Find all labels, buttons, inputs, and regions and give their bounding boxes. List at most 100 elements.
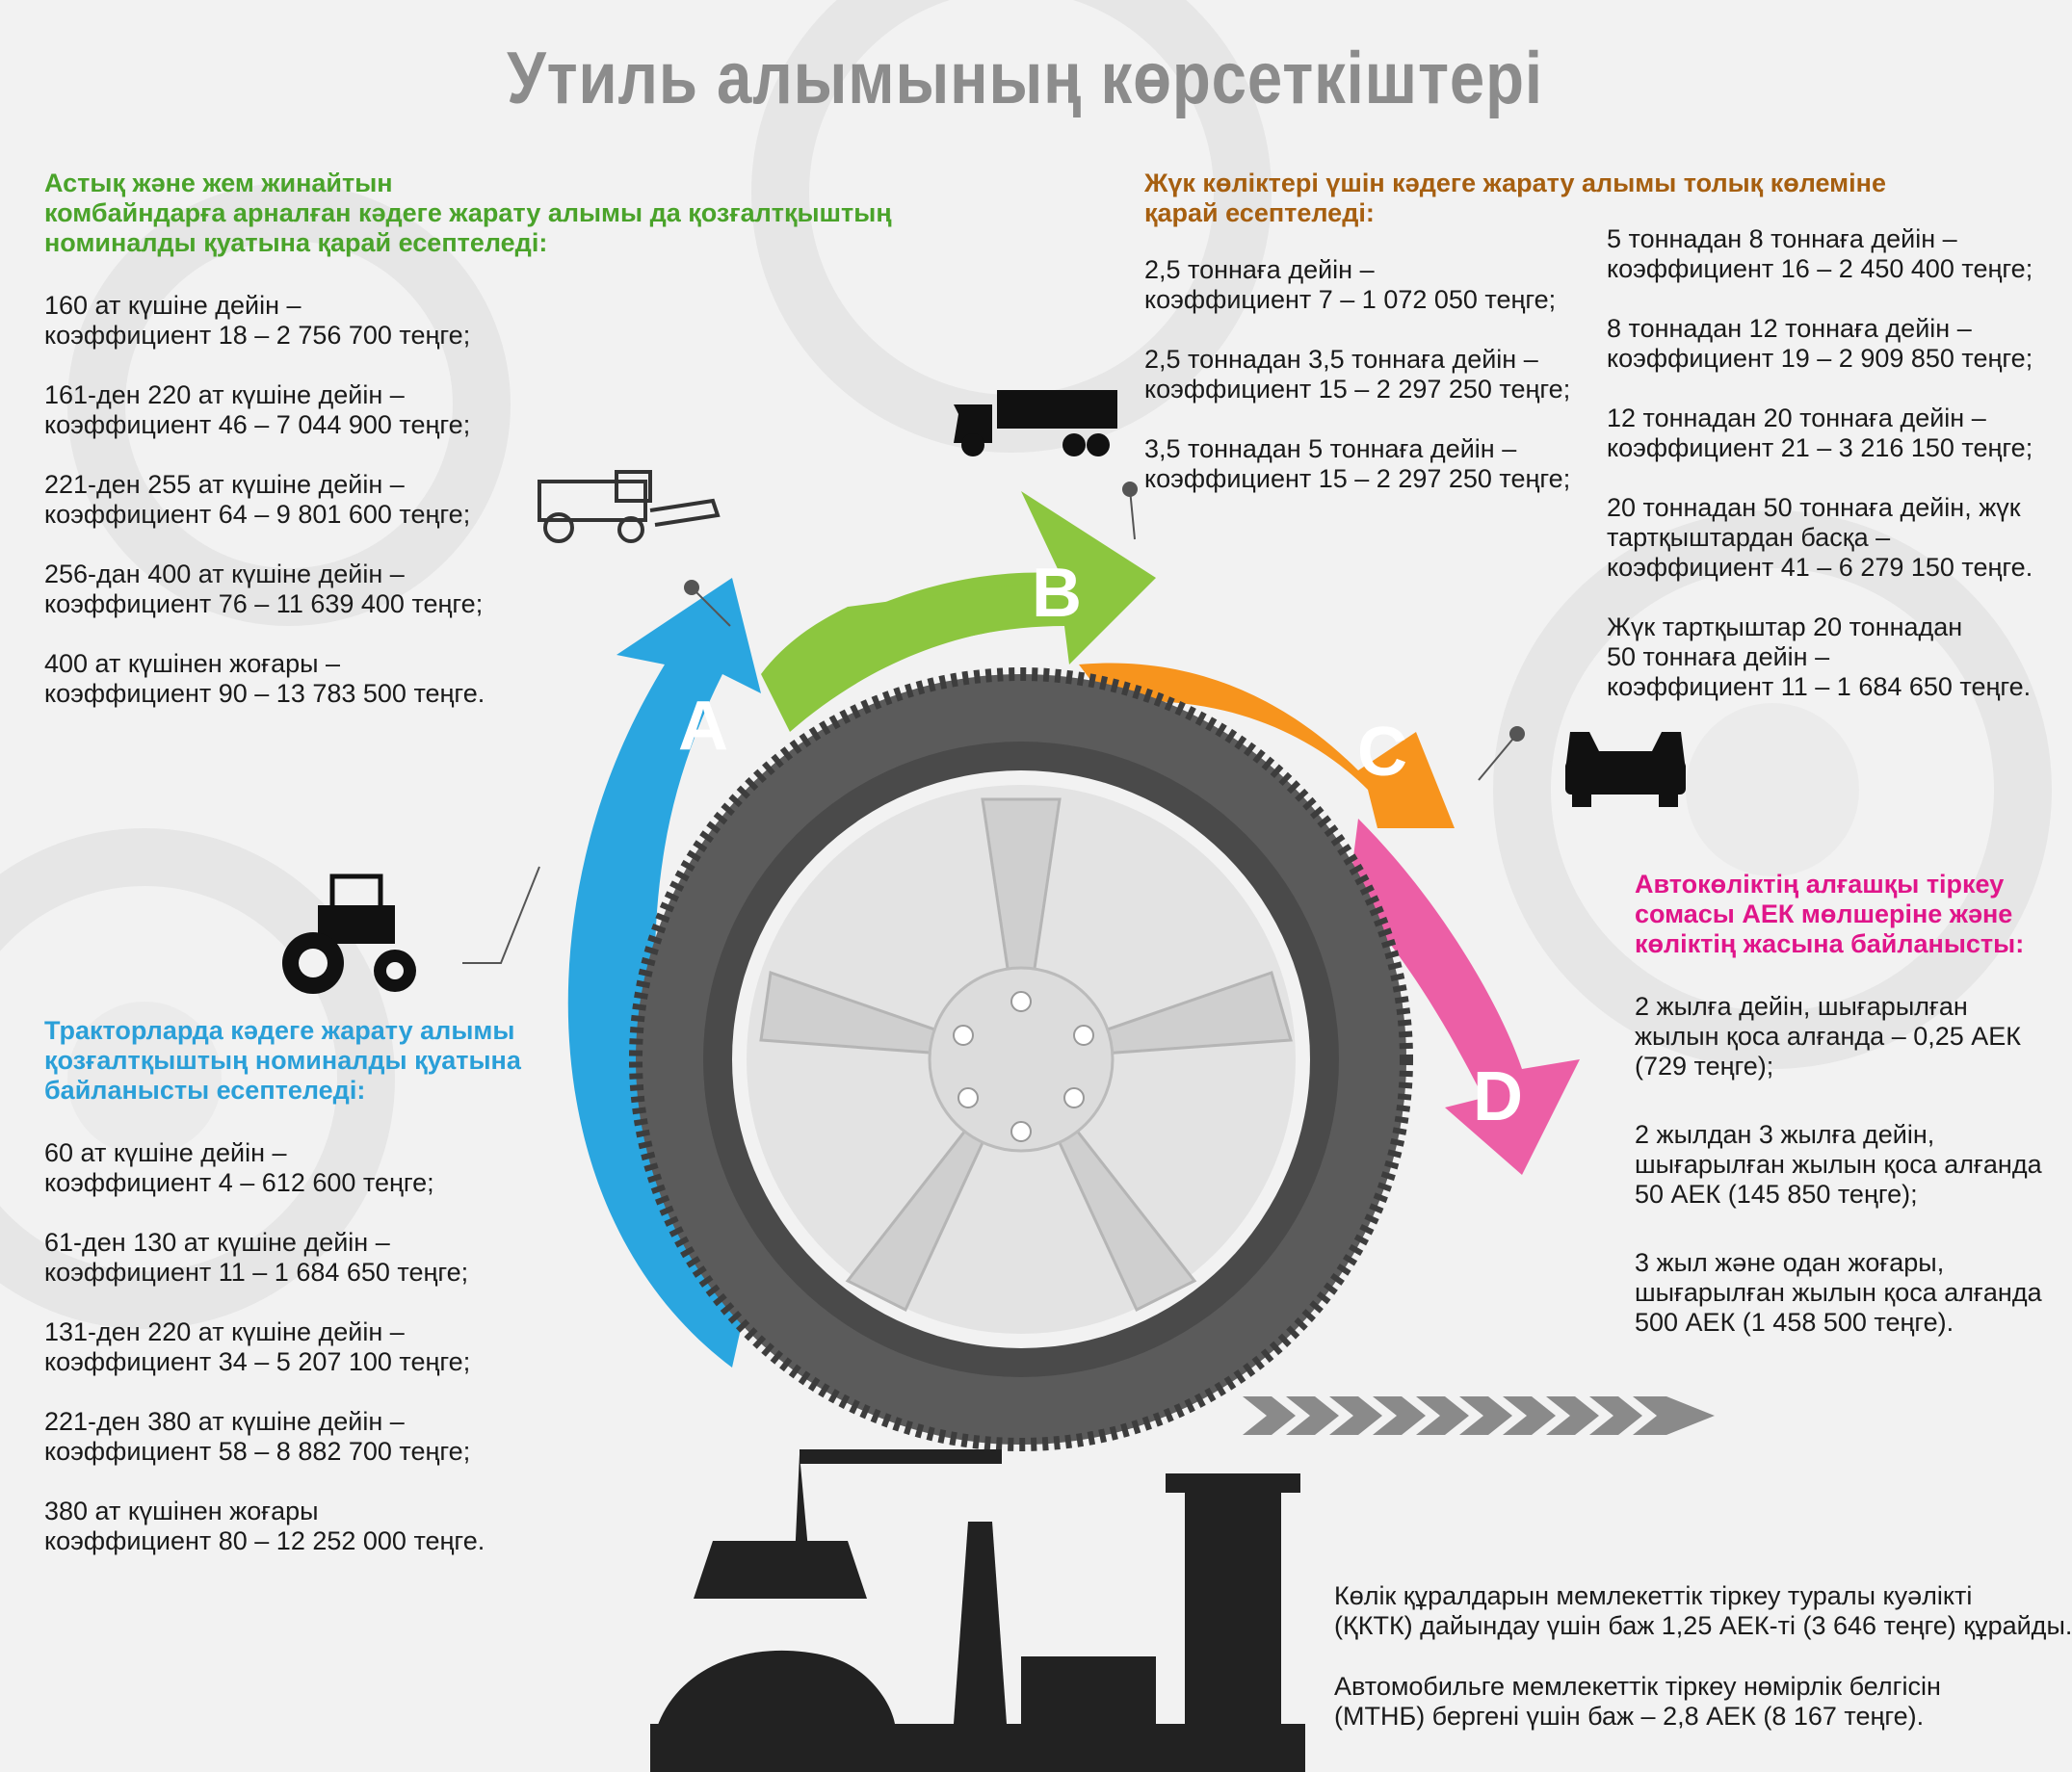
- item-line: Автомобильге мемлекеттік тіркеу нөмірлік…: [1334, 1672, 1941, 1701]
- item-line: коэффициент 18 – 2 756 700 теңге;: [44, 321, 471, 350]
- tractors-heading-line: қозғалтқыштың номиналды қуатына: [44, 1046, 521, 1075]
- combine-harvester-icon: [538, 470, 721, 543]
- tractors-heading: Тракторларда кәдеге жарату алымы қозғалт…: [44, 1016, 584, 1106]
- trucks-section: Жүк көліктері үшін кәдеге жарату алымы т…: [1144, 169, 1896, 524]
- item-line: 50 тоннаға дейін –: [1607, 642, 1830, 671]
- combines-heading-line: комбайндарға арналған кәдеге жарату алым…: [44, 198, 892, 227]
- cars-heading-line: көліктің жасына байланысты:: [1635, 929, 2025, 958]
- cars-heading-line: Автокөліктің алғашқы тіркеу: [1635, 870, 2005, 899]
- page-title: Утиль алымының көрсеткіштері: [507, 38, 1543, 119]
- tractors-heading-line: байланысты есептеледі:: [44, 1076, 366, 1105]
- list-item: 131-ден 220 ат күшіне дейін – коэффициен…: [44, 1317, 584, 1377]
- item-line: 256-дан 400 ат күшіне дейін –: [44, 560, 405, 588]
- item-line: (ҚКТК) дайындау үшін баж 1,25 АЕК-ті (3 …: [1334, 1611, 2072, 1640]
- combines-section: Астық және жем жинайтын комбайндарға арн…: [44, 169, 892, 739]
- item-line: 50 АЕК (145 850 теңге);: [1635, 1180, 1918, 1209]
- item-line: 12 тоннадан 20 тоннаға дейін –: [1607, 404, 1986, 432]
- item-line: 221-ден 255 ат күшіне дейін –: [44, 470, 405, 499]
- trucks-heading: Жүк көліктері үшін кәдеге жарату алымы т…: [1144, 169, 1896, 228]
- item-line: 400 ат күшінен жоғары –: [44, 649, 341, 678]
- list-item: 61-ден 130 ат күшіне дейін – коэффициент…: [44, 1228, 584, 1288]
- item-line: 60 ат күшіне дейін –: [44, 1138, 287, 1167]
- item-line: 2,5 тоннадан 3,5 тоннаға дейін –: [1144, 345, 1538, 374]
- list-item: 2,5 тоннадан 3,5 тоннаға дейін – коэффиц…: [1144, 345, 1896, 404]
- arc-arrows: [567, 491, 1580, 1368]
- item-line: (МТНБ) бергені үшін баж – 2,8 АЕК (8 167…: [1334, 1702, 1925, 1731]
- list-item: 160 ат күшіне дейін – коэффициент 18 – 2…: [44, 291, 892, 351]
- list-item: 400 ат күшінен жоғары – коэффициент 90 –…: [44, 649, 892, 709]
- item-line: (729 теңге);: [1635, 1052, 1774, 1081]
- item-line: шығарылған жылын қоса алғанда: [1635, 1278, 2042, 1307]
- truck-icon: [954, 390, 1117, 456]
- item-line: 221-ден 380 ат күшіне дейін –: [44, 1407, 405, 1436]
- arrow-a: [567, 578, 761, 1368]
- cars-heading-line: сомасы АЕК мөлшеріне және: [1635, 899, 2013, 928]
- item-line: Көлік құралдарын мемлекеттік тіркеу тура…: [1334, 1581, 1973, 1610]
- item-line: коэффициент 34 – 5 207 100 теңге;: [44, 1347, 471, 1376]
- item-line: коэффициент 58 – 8 882 700 теңге;: [44, 1437, 471, 1466]
- item-line: коэффициент 80 – 12 252 000 теңге.: [44, 1526, 485, 1555]
- item-line: коэффициент 46 – 7 044 900 теңге;: [44, 410, 471, 439]
- segment-letter-b: B: [1032, 555, 1082, 632]
- tractors-section: Тракторларда кәдеге жарату алымы қозғалт…: [44, 1016, 584, 1586]
- item-line: коэффициент 4 – 612 600 теңге;: [44, 1168, 434, 1197]
- segment-letter-d: D: [1473, 1058, 1523, 1135]
- trucks-heading-line: қарай есептеледі:: [1144, 198, 1375, 227]
- item-line: 5 тоннадан 8 тоннаға дейін –: [1607, 224, 1957, 253]
- item-line: жылын қоса алғанда – 0,25 АЕК: [1635, 1022, 2022, 1051]
- connector-lines: [462, 488, 1518, 964]
- item-line: 500 АЕК (1 458 500 теңге).: [1635, 1308, 1954, 1337]
- list-item: 8 тоннадан 12 тоннаға дейін – коэффициен…: [1607, 314, 2033, 374]
- combines-heading-line: номиналды қуатына қарай есептеледі:: [44, 228, 548, 257]
- list-item: 5 тоннадан 8 тоннаға дейін – коэффициент…: [1607, 224, 2033, 284]
- item-line: 20 тоннадан 50 тоннаға дейін, жүк: [1607, 493, 2021, 522]
- list-item: 221-ден 255 ат күшіне дейін – коэффициен…: [44, 470, 892, 530]
- arrow-d: [1349, 819, 1580, 1175]
- list-item: 2,5 тоннаға дейін – коэффициент 7 – 1 07…: [1144, 255, 1896, 315]
- item-line: Жүк тартқыштар 20 тоннадан: [1607, 612, 1963, 641]
- tire-icon: [629, 667, 1413, 1451]
- list-item: 3 жыл және одан жоғары, шығарылған жылын…: [1635, 1248, 2042, 1338]
- trucks-right-column: 5 тоннадан 8 тоннаға дейін – коэффициент…: [1607, 224, 2033, 732]
- segment-letter-c: C: [1357, 714, 1407, 791]
- connector-dots: [684, 482, 1525, 742]
- combines-heading: Астық және жем жинайтын комбайндарға арн…: [44, 169, 892, 258]
- cars-heading: Автокөліктің алғашқы тіркеу сомасы АЕК м…: [1635, 870, 2039, 959]
- item-line: коэффициент 64 – 9 801 600 теңге;: [44, 500, 471, 529]
- item-line: 2 жылдан 3 жылға дейін,: [1635, 1120, 1935, 1149]
- item-line: 2 жылға дейін, шығарылған: [1635, 992, 1968, 1021]
- item-line: 61-ден 130 ат күшіне дейін –: [44, 1228, 390, 1257]
- item-line: 131-ден 220 ат күшіне дейін –: [44, 1317, 405, 1346]
- item-line: 380 ат күшінен жоғары: [44, 1497, 319, 1525]
- item-line: 8 тоннадан 12 тоннаға дейін –: [1607, 314, 1972, 343]
- item-line: коэффициент 11 – 1 684 650 теңге.: [1607, 672, 2032, 701]
- fees-section: Көлік құралдарын мемлекеттік тіркеу тура…: [1334, 1581, 2072, 1761]
- segment-letter-a: A: [678, 688, 728, 765]
- car-icon: [1565, 732, 1686, 807]
- item-line: шығарылған жылын қоса алғанда: [1635, 1150, 2042, 1179]
- list-item: 2 жылға дейін, шығарылған жылын қоса алғ…: [1635, 992, 2039, 1081]
- item-line: коэффициент 21 – 3 216 150 теңге;: [1607, 433, 2033, 462]
- item-line: тартқыштардан басқа –: [1607, 523, 1891, 552]
- list-item: 221-ден 380 ат күшіне дейін – коэффициен…: [44, 1407, 584, 1467]
- tractors-heading-line: Тракторларда кәдеге жарату алымы: [44, 1016, 515, 1045]
- item-line: коэффициент 15 – 2 297 250 теңге;: [1144, 375, 1571, 404]
- list-item: Жүк тартқыштар 20 тоннадан 50 тоннаға де…: [1607, 612, 2031, 702]
- speed-arrows: [1243, 1396, 1715, 1435]
- list-item: 380 ат күшінен жоғары коэффициент 80 – 1…: [44, 1497, 584, 1556]
- item-line: 3 жыл және одан жоғары,: [1635, 1248, 1945, 1277]
- item-line: коэффициент 15 – 2 297 250 теңге;: [1144, 464, 1571, 493]
- list-item: 20 тоннадан 50 тоннаға дейін, жүк тартқы…: [1607, 493, 2033, 583]
- item-line: коэффициент 41 – 6 279 150 теңге.: [1607, 553, 2033, 582]
- list-item: 161-ден 220 ат күшіне дейін – коэффициен…: [44, 380, 892, 440]
- list-item: 2 жылдан 3 жылға дейін, шығарылған жылын…: [1635, 1120, 2042, 1210]
- trucks-heading-line: Жүк көліктері үшін кәдеге жарату алымы т…: [1144, 169, 1886, 197]
- item-line: 2,5 тоннаға дейін –: [1144, 255, 1375, 284]
- item-line: 3,5 тоннадан 5 тоннаға дейін –: [1144, 434, 1517, 463]
- item-line: коэффициент 76 – 11 639 400 теңге;: [44, 589, 484, 618]
- list-item: Көлік құралдарын мемлекеттік тіркеу тура…: [1334, 1581, 2072, 1641]
- list-item: 256-дан 400 ат күшіне дейін – коэффициен…: [44, 560, 892, 619]
- item-line: коэффициент 16 – 2 450 400 теңге;: [1607, 254, 2033, 283]
- item-line: коэффициент 90 – 13 783 500 теңге.: [44, 679, 485, 708]
